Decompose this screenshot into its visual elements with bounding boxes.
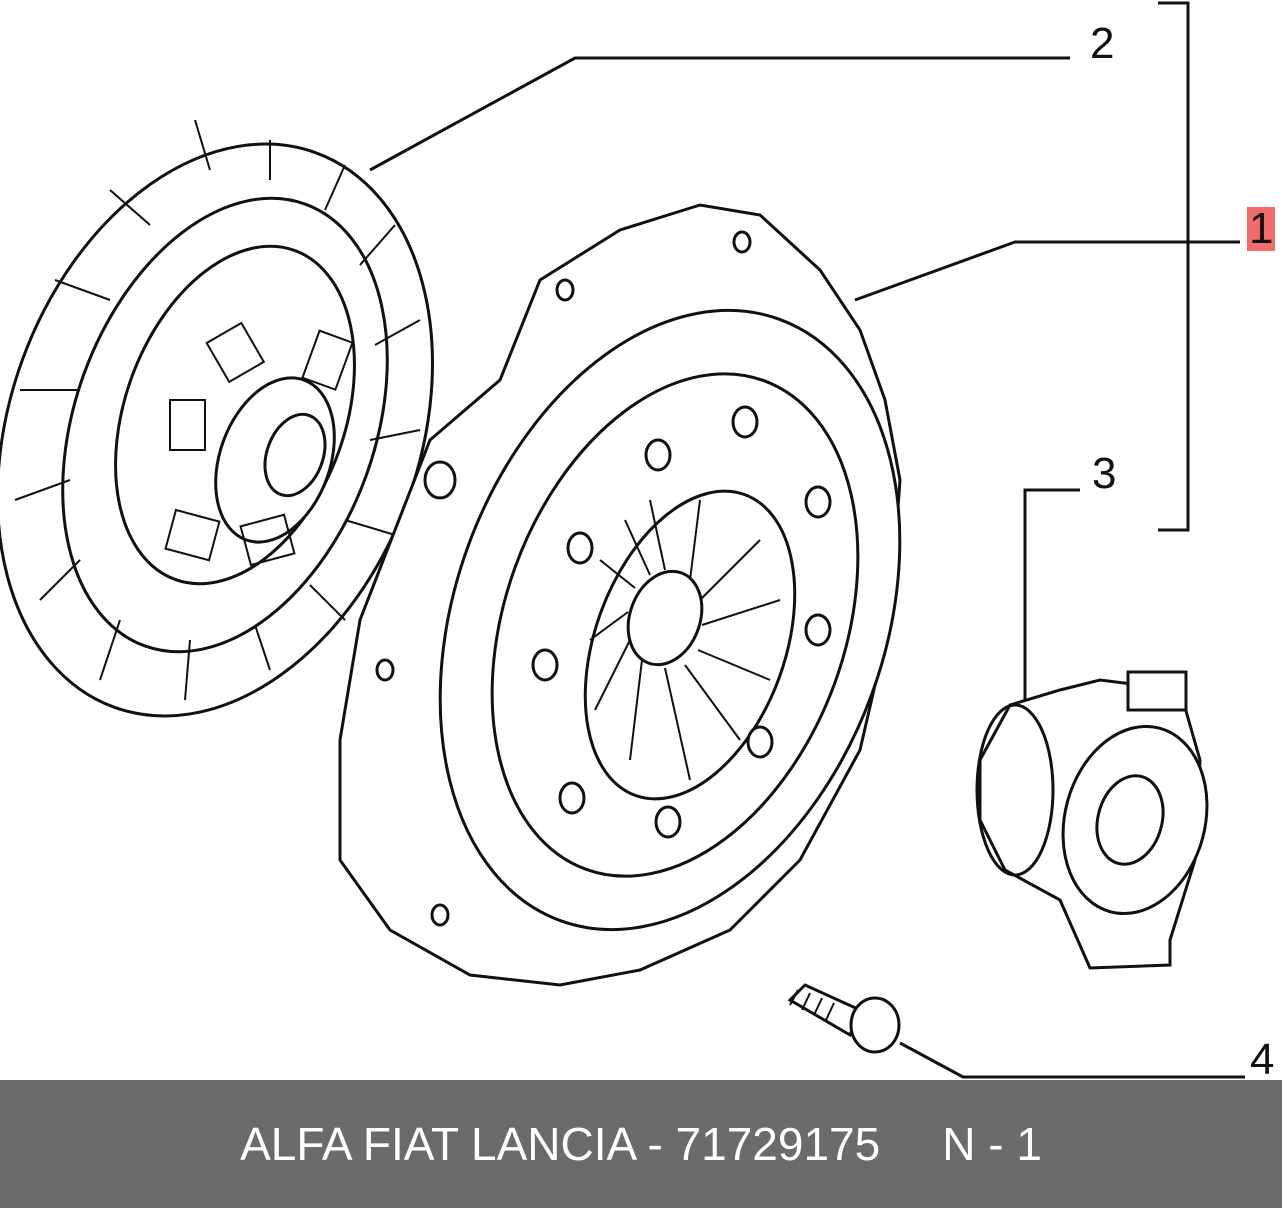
friction-segments <box>14 119 421 701</box>
bearing-ring <box>975 703 1055 877</box>
caption-bar: ALFA FIAT LANCIA - 71729175 N - 1 <box>0 1080 1282 1208</box>
callout-number-4: 4 <box>1250 1035 1275 1084</box>
bearing-clip <box>1126 670 1188 712</box>
pressure-plate <box>338 203 902 987</box>
leader-line-3 <box>1023 488 1080 705</box>
bolt <box>787 983 901 1054</box>
page-indicator: N - 1 <box>942 1118 1042 1170</box>
bolt-shank <box>787 983 862 1038</box>
callout-number-3: 3 <box>1092 449 1117 498</box>
damper-springs <box>164 321 354 567</box>
disc-friction-inner-edge <box>61 196 389 654</box>
bearing-bore <box>1095 774 1165 866</box>
bolt-thread <box>789 989 835 1021</box>
leader-line-4 <box>899 1041 1245 1079</box>
release-bearing <box>975 670 1209 970</box>
diaphragm-fingers <box>589 499 781 781</box>
diaphragm-center-hole <box>626 569 704 667</box>
leader-lines <box>369 1 1245 1079</box>
leader-line-1 <box>854 240 1240 302</box>
splined-hub <box>263 412 327 498</box>
bracket-1 <box>1158 1 1190 532</box>
part-number-label: ALFA FIAT LANCIA - 71729175 <box>240 1118 881 1170</box>
clutch-disc <box>0 119 434 718</box>
bolt-head <box>849 996 901 1054</box>
clutch-kit-drawing <box>0 1 1245 1079</box>
callout-number-1: 1 <box>1247 204 1276 253</box>
callout-number-2: 2 <box>1090 19 1115 68</box>
cover-bolt-holes <box>375 230 832 927</box>
cover-inner-ring <box>490 372 860 878</box>
leader-line-2 <box>369 56 1070 172</box>
